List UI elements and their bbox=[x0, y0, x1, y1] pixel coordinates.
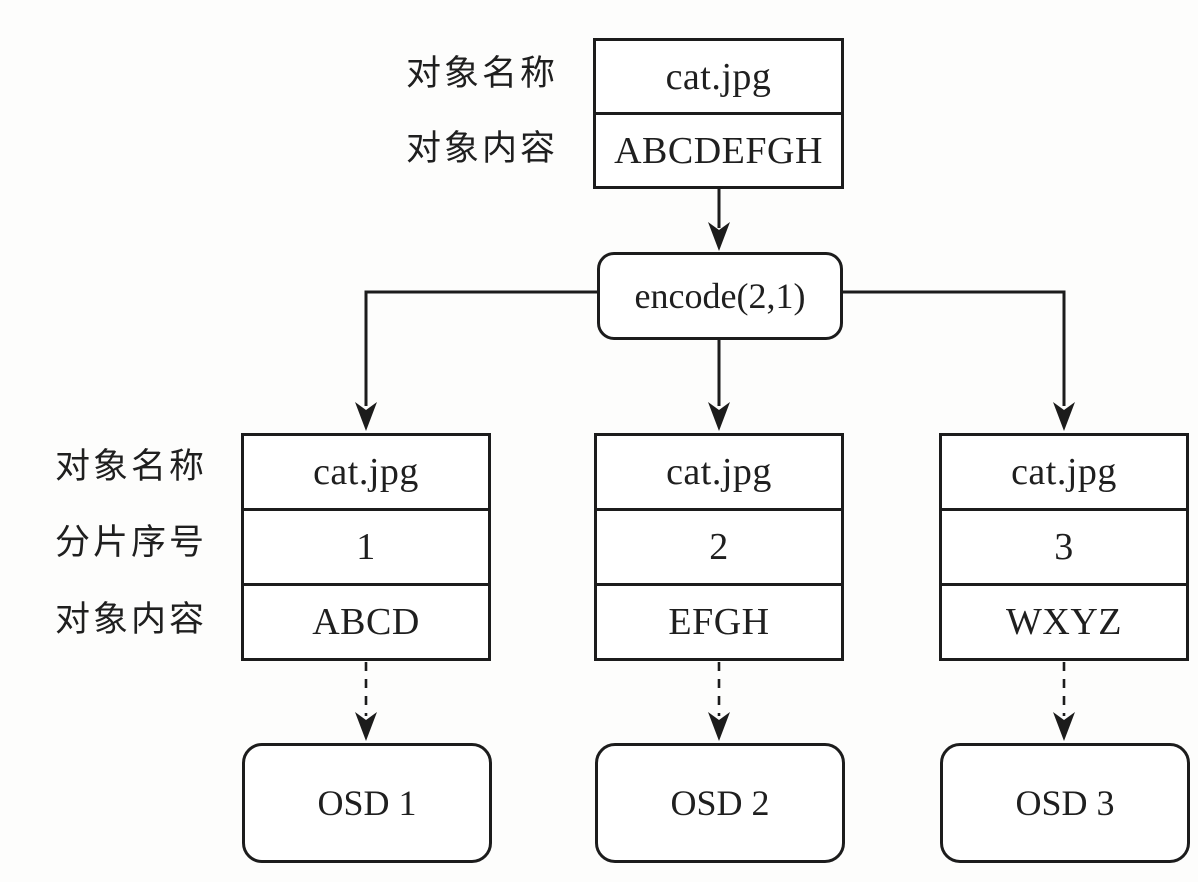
shard-1-index-cell: 1 bbox=[244, 508, 488, 583]
source-object-box: cat.jpg ABCDEFGH bbox=[593, 38, 844, 189]
shard-name-label: 对象名称 bbox=[54, 447, 207, 486]
arrowhead-branch-left bbox=[355, 402, 377, 431]
arrowhead-branch-middle bbox=[708, 402, 730, 431]
source-name-label: 对象名称 bbox=[405, 54, 558, 93]
osd-2-box: OSD 2 bbox=[595, 743, 845, 863]
source-content-label: 对象内容 bbox=[405, 129, 558, 168]
arrowhead-source-to-encode bbox=[708, 222, 730, 251]
source-name-cell: cat.jpg bbox=[665, 55, 772, 98]
source-content-cell: ABCDEFGH bbox=[596, 112, 841, 186]
shard-1-name-cell: cat.jpg bbox=[313, 451, 419, 493]
shard-2-box: cat.jpg 2 EFGH bbox=[594, 433, 844, 661]
shard-3-box: cat.jpg 3 WXYZ bbox=[939, 433, 1189, 661]
arrowhead-branch-right bbox=[1053, 402, 1075, 431]
shard-3-index-cell: 3 bbox=[942, 508, 1186, 583]
shard-2-content-cell: EFGH bbox=[597, 583, 841, 658]
branch-line-right bbox=[843, 290, 1066, 406]
shard-2-index-cell: 2 bbox=[597, 508, 841, 583]
osd-3-box: OSD 3 bbox=[940, 743, 1190, 863]
arrowhead-shard3-to-osd3 bbox=[1053, 712, 1075, 741]
shard-1-box: cat.jpg 1 ABCD bbox=[241, 433, 491, 661]
arrowhead-shard2-to-osd2 bbox=[708, 712, 730, 741]
branch-line-left bbox=[364, 290, 597, 406]
shard-3-content-cell: WXYZ bbox=[942, 583, 1186, 658]
shard-2-name-cell: cat.jpg bbox=[666, 451, 772, 493]
shard-1-content-cell: ABCD bbox=[244, 583, 488, 658]
shard-content-label: 对象内容 bbox=[54, 600, 207, 639]
osd-1-box: OSD 1 bbox=[242, 743, 492, 863]
arrowhead-shard1-to-osd1 bbox=[355, 712, 377, 741]
encode-box: encode(2,1) bbox=[597, 252, 843, 340]
shard-3-name-cell: cat.jpg bbox=[1011, 451, 1117, 493]
shard-index-label: 分片序号 bbox=[54, 523, 207, 562]
